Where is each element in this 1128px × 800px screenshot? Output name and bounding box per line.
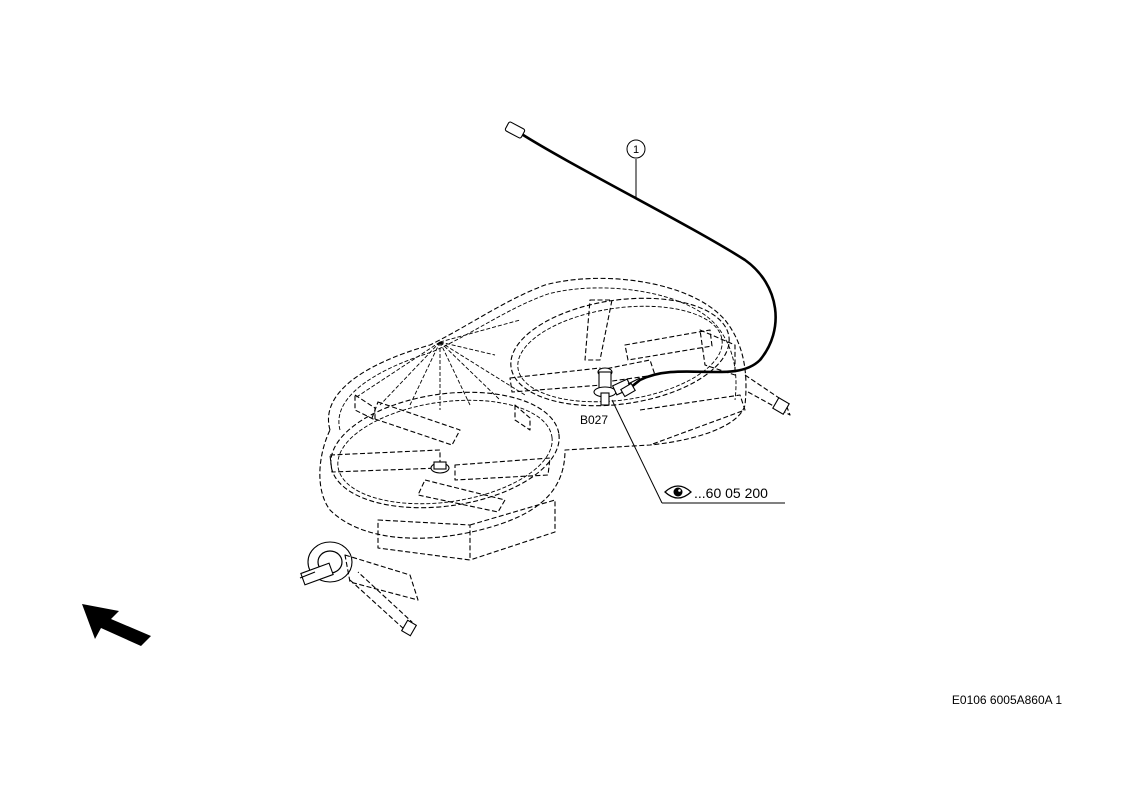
sensor-label: B027 (580, 413, 608, 427)
callout-1: 1 (626, 139, 646, 197)
sensor-b027 (593, 367, 641, 406)
mower-deck (319, 277, 747, 561)
arrow-icon (82, 604, 151, 646)
drive-shaft-rear (744, 374, 791, 416)
reference-callout: ...60 05 200 (611, 399, 785, 504)
eye-icon (664, 485, 692, 499)
gearbox (299, 541, 419, 637)
drawing-code: E0106 6005A860A 1 (952, 693, 1062, 707)
reference-text: ...60 05 200 (694, 485, 768, 501)
cable-harness (504, 121, 777, 398)
callout-number: 1 (633, 144, 639, 156)
